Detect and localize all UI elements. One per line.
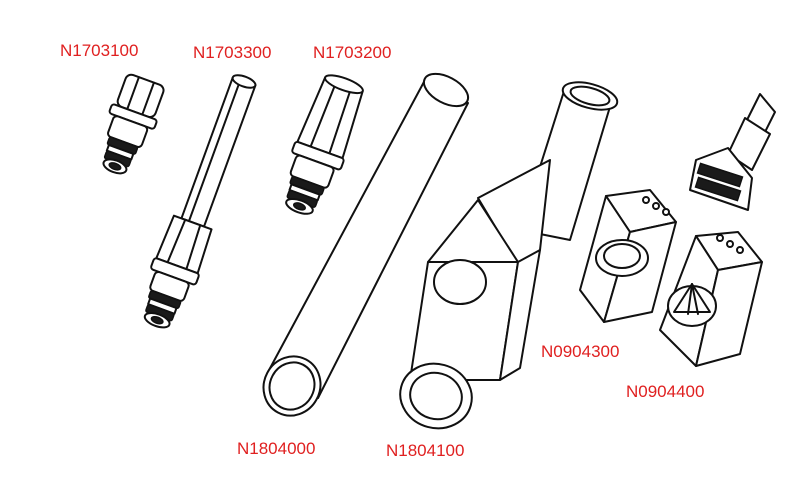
part-label-n1804100: N1804100 <box>386 441 465 460</box>
part-label-n1703300: N1703300 <box>193 43 272 62</box>
socket-block-1 <box>579 189 677 323</box>
tube <box>262 72 470 417</box>
torch-long <box>143 74 257 329</box>
part-label-n1703100: N1703100 <box>60 41 139 60</box>
handle-tube <box>399 81 619 430</box>
part-label-n0904400: N0904400 <box>626 382 705 401</box>
socket-block-2 <box>659 231 763 367</box>
torch-medium <box>285 74 364 215</box>
part-label-n1804000: N1804000 <box>237 439 316 458</box>
connector-plug <box>689 93 776 211</box>
part-label-n1703200: N1703200 <box>313 43 392 62</box>
torch-head-small <box>102 73 165 175</box>
part-label-n0904300: N0904300 <box>541 342 620 361</box>
